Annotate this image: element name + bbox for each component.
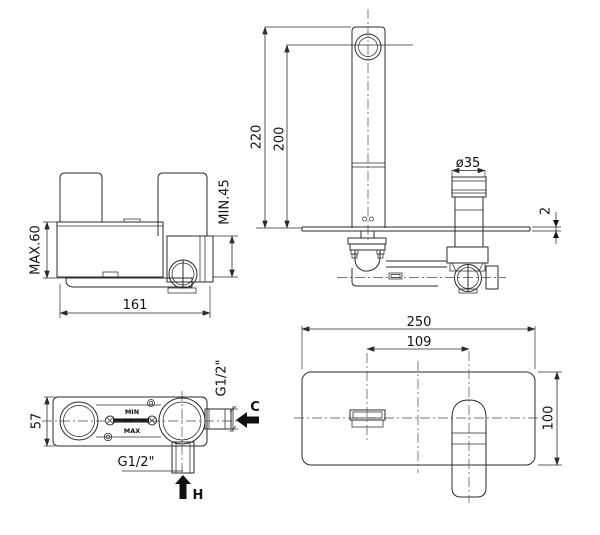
spout-supply-assembly (337, 230, 506, 287)
spout-flange (347, 237, 387, 245)
right-mounting-pillar (157, 172, 208, 236)
mount-hole-inner (148, 400, 154, 406)
cold-flow-arrow (236, 412, 259, 428)
spout-set-screw (362, 216, 367, 222)
dim-body-width: 161 (59, 284, 211, 318)
valve-body (56, 221, 164, 278)
view-trim-front: 250 109 100 (294, 315, 562, 503)
dim-spout-height: 220 (250, 26, 351, 229)
dim-label-161: 161 (123, 298, 148, 313)
dim-cartridge-diameter: ø35 (451, 156, 486, 177)
dim-label-min45: MIN.45 (218, 179, 233, 224)
view-rough-valve-top: MIN MAX G1/2" C G1/2" H (30, 360, 260, 503)
spout-outlet (349, 353, 386, 441)
cartridge-stem-lower (454, 230, 484, 248)
body-top-notch (123, 218, 141, 223)
dim-label-109: 109 (407, 335, 432, 350)
aerator-circle (354, 33, 382, 61)
dim-label-200: 200 (273, 127, 288, 152)
spout-set-screw (369, 216, 374, 222)
mount-hole (147, 399, 155, 407)
adjuster-screw (147, 415, 157, 426)
dim-label-d35: ø35 (456, 156, 481, 171)
cartridge-stem (454, 196, 484, 232)
hot-flow-arrow (175, 475, 191, 499)
left-mounting-pillar (59, 172, 103, 222)
dim-label-cold-thread: G1/2" (215, 360, 230, 397)
cold-inlet: G1/2" C (204, 360, 260, 433)
dim-max-depth: MAX.60 (29, 221, 66, 279)
housing-bottom-tab (167, 287, 197, 294)
cartridge-cap (451, 176, 487, 198)
cartridge-flange (446, 246, 489, 264)
dim-label-220: 220 (250, 125, 265, 150)
label-max: MAX (124, 427, 141, 435)
dim-label-100: 100 (542, 406, 557, 431)
hot-inlet: G1/2" H (118, 441, 204, 503)
valve-body-outline (351, 268, 438, 287)
hot-inlet-pipe (171, 441, 195, 474)
view-rough-valve-side: MAX.60 MIN.45 161 (29, 172, 238, 318)
min-max-adjuster: MIN MAX (105, 408, 157, 435)
cold-inlet-pipe (204, 408, 232, 430)
wall-plate (301, 371, 536, 466)
spout-elbow (354, 249, 381, 272)
label-cold: C (250, 400, 260, 415)
mount-hole-inner (105, 434, 111, 440)
cartridge (446, 176, 499, 294)
dim-label-57: 57 (30, 413, 45, 430)
dim-label-250: 250 (407, 315, 432, 330)
dim-plate-width: 250 (301, 315, 536, 369)
spout-neck (360, 230, 375, 239)
body-side-tab (102, 271, 119, 279)
valve-bottom-tab (458, 288, 478, 294)
valve-body-top (52, 396, 208, 447)
spout-flange-lower (349, 243, 386, 251)
spout-tube (351, 26, 386, 228)
wall-plate-edge (301, 226, 531, 232)
aerator-inner-circle (358, 37, 378, 57)
label-hot: H (193, 488, 204, 503)
dim-spout-to-handle: 109 (366, 335, 470, 352)
label-min: MIN (125, 408, 139, 416)
dim-label-max60: MAX.60 (29, 225, 44, 275)
dim-min-depth: MIN.45 (213, 179, 238, 278)
dim-plate-thickness: 2 (532, 207, 561, 244)
dim-label-hot-thread: G1/2" (118, 455, 155, 470)
adjuster-screw (105, 415, 115, 426)
view-installed-side: 220 200 (250, 9, 561, 294)
pipe-fitting-inner (390, 274, 401, 278)
pipe-fitting (388, 272, 403, 280)
cartridge-housing (166, 235, 214, 283)
dim-aerator-height: 200 (273, 44, 290, 229)
dim-label-2: 2 (539, 207, 554, 215)
body-bottom-lip (65, 277, 193, 288)
dim-body-depth: 57 (30, 396, 55, 447)
dim-plate-height: 100 (538, 371, 562, 466)
mount-hole (103, 432, 113, 442)
handle-lever (451, 351, 487, 503)
